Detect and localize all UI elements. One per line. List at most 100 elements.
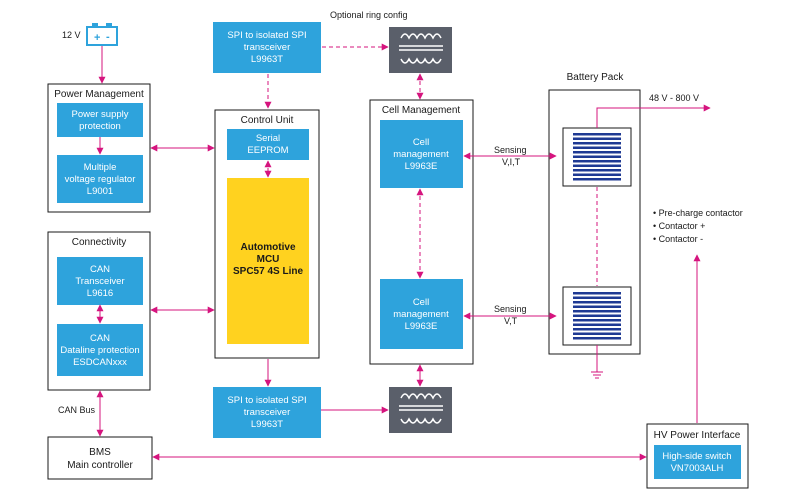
control-unit-title: Control Unit bbox=[241, 115, 294, 126]
spi-top-line1: SPI to isolated SPI bbox=[227, 30, 306, 41]
mcu-line2: MCU bbox=[257, 254, 280, 265]
cell-plate bbox=[573, 314, 621, 317]
voltage-regulator-box bbox=[57, 155, 143, 203]
cell-plate bbox=[573, 178, 621, 181]
sensing-bottom-values: V,T bbox=[504, 316, 518, 326]
cell-plate bbox=[573, 164, 621, 167]
cell-management-block: Cell Management Cell management L9963E C… bbox=[369, 99, 474, 365]
cell-bottom-line1: Cell bbox=[413, 297, 429, 308]
sensing-top-label: Sensing bbox=[494, 145, 527, 155]
transformer-bottom-icon bbox=[389, 387, 452, 433]
cell-plate bbox=[573, 173, 621, 176]
cell-plate bbox=[573, 146, 621, 149]
cell-plate bbox=[573, 292, 621, 295]
bms-main-controller-block: BMS Main controller bbox=[47, 436, 153, 480]
mcu-box bbox=[227, 178, 309, 344]
battery-pack-title: Battery Pack bbox=[567, 72, 625, 83]
high-side-switch-line2: VN7003ALH bbox=[671, 463, 724, 474]
cell-bottom-line3: L9963E bbox=[405, 321, 438, 332]
cell-plate bbox=[573, 133, 621, 136]
contactor-item-plus: • Contactor + bbox=[653, 221, 705, 231]
cell-plate bbox=[573, 328, 621, 331]
cell-top-line1: Cell bbox=[413, 137, 429, 148]
connectors bbox=[96, 46, 711, 461]
power-supply-protection-line2: protection bbox=[79, 121, 121, 132]
cell-plate bbox=[573, 305, 621, 308]
transformer-top-icon bbox=[389, 27, 452, 73]
cell-top-line2: management bbox=[393, 149, 449, 160]
cell-plate bbox=[573, 301, 621, 304]
ring-config-label: Optional ring config bbox=[330, 10, 408, 20]
cell-stack-top-lines bbox=[573, 133, 621, 181]
dashed-connectors bbox=[264, 43, 598, 286]
can-dataline-protection-box bbox=[57, 324, 143, 376]
sensing-bottom-label: Sensing bbox=[494, 304, 527, 314]
cell-management-title: Cell Management bbox=[382, 105, 461, 116]
hv-interface-title: HV Power Interface bbox=[654, 430, 741, 441]
cell-plate bbox=[573, 151, 621, 154]
battery-12v-label: 12 V bbox=[62, 30, 81, 40]
cell-management-top-box bbox=[380, 120, 463, 188]
can-transceiver-line3: L9616 bbox=[87, 288, 113, 299]
cell-plate bbox=[573, 169, 621, 172]
spi-bottom-line2: transceiver bbox=[244, 407, 290, 418]
cell-plate bbox=[573, 337, 621, 340]
can-transceiver-line2: Transceiver bbox=[75, 276, 124, 287]
spi-transceiver-bottom-block: SPI to isolated SPI transceiver L9963T bbox=[213, 387, 321, 438]
cell-plate bbox=[573, 142, 621, 145]
battery-pack-block: Battery Pack bbox=[548, 72, 641, 355]
battery-pack-voltage: 48 V - 800 V bbox=[649, 93, 699, 103]
cell-plate bbox=[573, 332, 621, 335]
high-side-switch-box bbox=[654, 445, 741, 479]
cell-plate bbox=[573, 319, 621, 322]
voltage-regulator-line3: L9001 bbox=[87, 186, 113, 197]
svg-text:+: + bbox=[94, 32, 100, 44]
can-dataline-protection-line3: ESDCANxxx bbox=[73, 357, 127, 368]
cell-plate bbox=[573, 155, 621, 158]
power-supply-protection-line1: Power supply bbox=[71, 109, 128, 120]
voltage-regulator-line2: voltage regulator bbox=[65, 174, 136, 185]
control-unit-block: Control Unit Serial EEPROM Automotive MC… bbox=[214, 109, 320, 359]
battery-12v: 12 V + - bbox=[62, 23, 118, 46]
cell-plate bbox=[573, 310, 621, 313]
serial-eeprom-box bbox=[227, 129, 309, 160]
mcu-line1: Automotive bbox=[241, 242, 296, 253]
contactor-item-minus: • Contactor - bbox=[653, 234, 703, 244]
sensing-top-values: V,I,T bbox=[502, 157, 521, 167]
power-management-title: Power Management bbox=[54, 89, 144, 100]
can-transceiver-line1: CAN bbox=[90, 264, 110, 275]
bms-title-line1: BMS bbox=[89, 447, 111, 458]
spi-bottom-line1: SPI to isolated SPI bbox=[227, 395, 306, 406]
connectivity-title: Connectivity bbox=[72, 237, 126, 248]
spi-bottom-line3: L9963T bbox=[251, 419, 283, 430]
connectivity-block: Connectivity CAN Transceiver L9616 CAN D… bbox=[47, 231, 151, 391]
connector-hv-output bbox=[596, 104, 711, 128]
power-supply-protection-box bbox=[57, 103, 143, 137]
serial-eeprom-line2: EEPROM bbox=[247, 145, 288, 156]
bms-title-line2: Main controller bbox=[67, 460, 133, 471]
svg-text:-: - bbox=[106, 31, 110, 43]
cell-plate bbox=[573, 160, 621, 163]
mcu-line3: SPC57 4S Line bbox=[233, 266, 303, 277]
high-side-switch-line1: High-side switch bbox=[662, 451, 731, 462]
cell-plate bbox=[573, 323, 621, 326]
cell-management-bottom-box bbox=[380, 279, 463, 349]
contactor-item-precharge: • Pre-charge contactor bbox=[653, 208, 743, 218]
spi-top-line2: transceiver bbox=[244, 42, 290, 53]
spi-transceiver-top-block: SPI to isolated SPI transceiver L9963T bbox=[213, 22, 321, 73]
cell-top-line3: L9963E bbox=[405, 161, 438, 172]
voltage-regulator-line1: Multiple bbox=[84, 162, 117, 173]
battery-icon: + - bbox=[86, 23, 118, 46]
can-bus-label: CAN Bus bbox=[58, 405, 96, 415]
can-transceiver-box bbox=[57, 257, 143, 305]
can-dataline-protection-line2: Dataline protection bbox=[60, 345, 139, 356]
power-management-block: Power Management Power supply protection… bbox=[47, 83, 151, 213]
cell-bottom-line2: management bbox=[393, 309, 449, 320]
spi-top-line3: L9963T bbox=[251, 54, 283, 65]
cell-plate bbox=[573, 137, 621, 140]
hv-power-interface-block: HV Power Interface High-side switch VN70… bbox=[646, 423, 749, 489]
serial-eeprom-line1: Serial bbox=[256, 133, 280, 144]
cell-plate bbox=[573, 296, 621, 299]
can-dataline-protection-line1: CAN bbox=[90, 333, 110, 344]
